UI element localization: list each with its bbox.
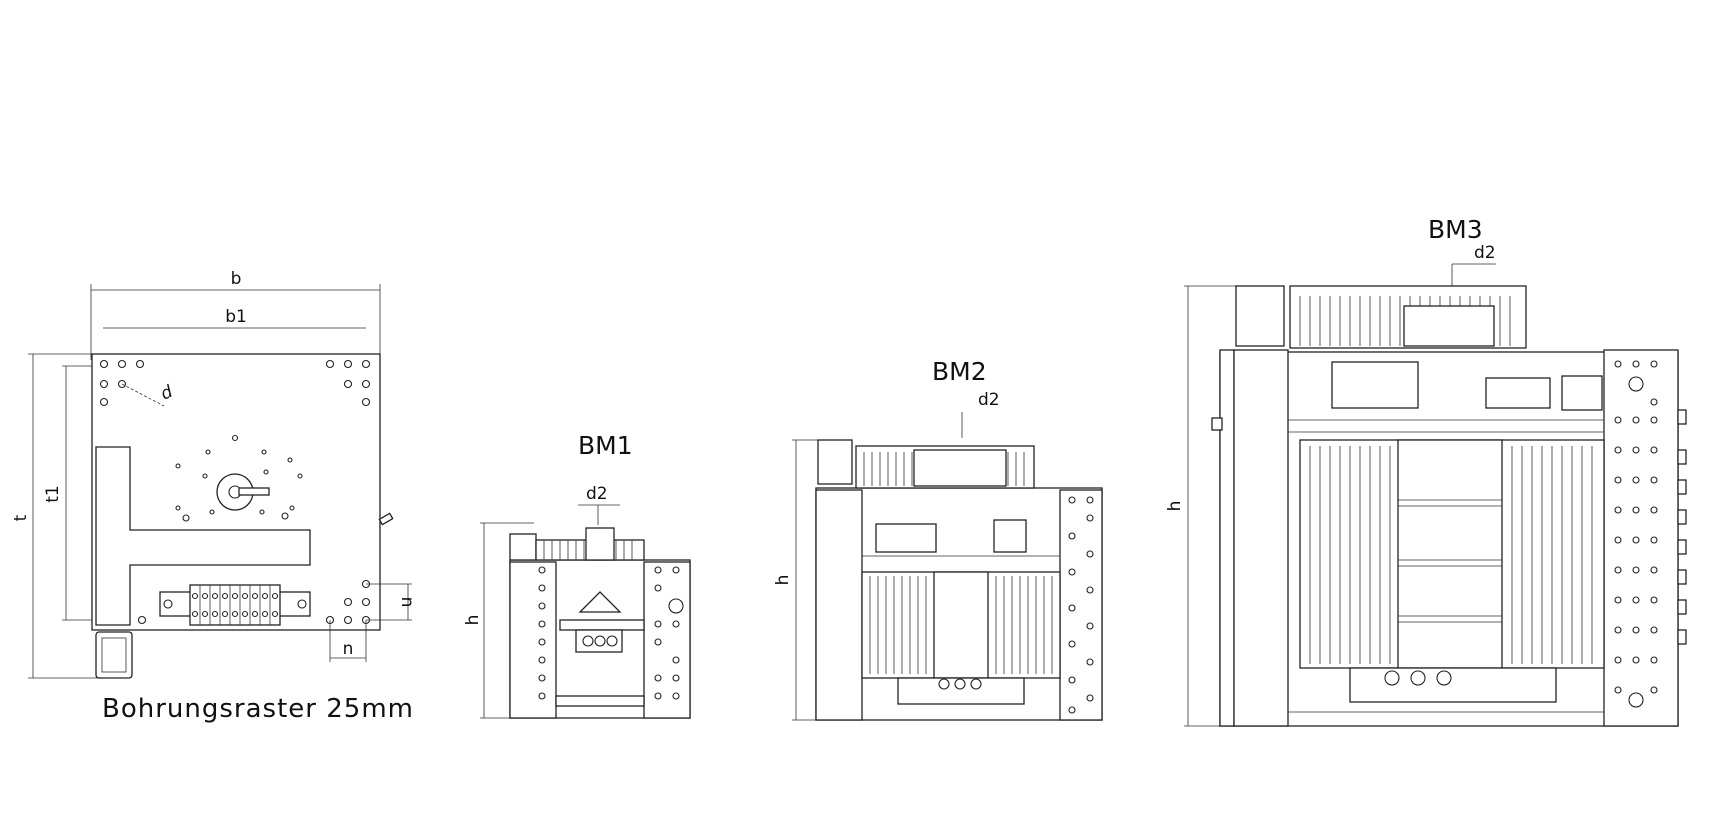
bm1-right-rail: [643, 561, 691, 719]
holes-top-left: [99, 359, 145, 407]
bm3-terminals: [1403, 305, 1495, 347]
bm3-top-block: [1235, 285, 1285, 347]
label-n-right: n: [397, 597, 417, 608]
bm1-terminals: [585, 527, 615, 561]
bm2-label-d2: d2: [978, 390, 1000, 410]
label-t: t: [11, 514, 31, 521]
bm3-core-center: [1397, 439, 1503, 669]
bm3-side-stub: [1211, 417, 1223, 431]
switch-lever: [238, 487, 270, 496]
bm3-label-h: h: [1165, 501, 1185, 512]
foot-bracket-inner: [101, 637, 127, 673]
bm1-title: BM1: [578, 431, 633, 460]
holes-top-right: [325, 359, 371, 407]
bm3-base-bar: [1349, 667, 1557, 703]
dim-d-leader: [121, 383, 165, 407]
bm1-top-block: [509, 533, 537, 561]
bm3-core-windings: [1309, 446, 1593, 664]
bm3-relay-mid: [1485, 377, 1551, 409]
bm2-core-center: [933, 571, 989, 679]
bm2-right-rail: [1059, 489, 1103, 721]
center-mechanism: [175, 434, 303, 522]
bm2-relay-right: [993, 519, 1027, 553]
bm2-rail-holes: [1068, 496, 1094, 714]
bm3-rail-holes: [1614, 360, 1658, 708]
bm2-top-block: [817, 439, 853, 485]
label-b: b: [231, 269, 242, 289]
bm1-switch: [578, 591, 622, 613]
label-b1: b1: [225, 307, 247, 327]
bm2-core-windings: [869, 576, 1053, 674]
bm3-left-rail: [1233, 349, 1289, 727]
bm1-label-h: h: [463, 615, 483, 626]
bm2-label-h: h: [773, 575, 793, 586]
bm3-relay-left: [1331, 361, 1419, 409]
bm2-title: BM2: [932, 357, 987, 386]
side-pin: [378, 512, 394, 526]
top-view-drawing: b b1 t t1 d: [11, 269, 417, 724]
bm3-drawing: BM3 d2 h: [1165, 215, 1687, 727]
bm3-side-plate: [1219, 349, 1235, 727]
bm2-relay-left: [875, 523, 937, 553]
label-n-bottom: n: [343, 639, 354, 659]
bm3-title: BM3: [1428, 215, 1483, 244]
mounting-bar: [95, 446, 311, 626]
bm1-gear: [559, 619, 645, 631]
foot-bracket: [95, 631, 133, 679]
caption-drill-grid: Bohrungsraster 25mm: [102, 694, 414, 724]
bm1-base-bar: [555, 695, 645, 707]
bm1-drawing: BM1 d2 h: [463, 431, 691, 719]
bm2-left-rail: [815, 489, 863, 721]
terminal-block: [159, 584, 311, 626]
bm3-relay-right: [1561, 375, 1603, 411]
bm1-rail-holes: [538, 566, 684, 700]
bm2-drawing: BM2 d2 h: [773, 357, 1103, 721]
hole-bottom-left: [137, 615, 147, 625]
bm3-core-sections: [1398, 499, 1502, 623]
bm3-label-d2: d2: [1474, 243, 1496, 263]
bm3-side-connectors: [1677, 409, 1687, 645]
label-t1: t1: [43, 485, 63, 502]
bm1-left-rail: [509, 561, 557, 719]
bm1-label-d2: d2: [586, 484, 608, 504]
bm2-terminals: [913, 449, 1007, 487]
